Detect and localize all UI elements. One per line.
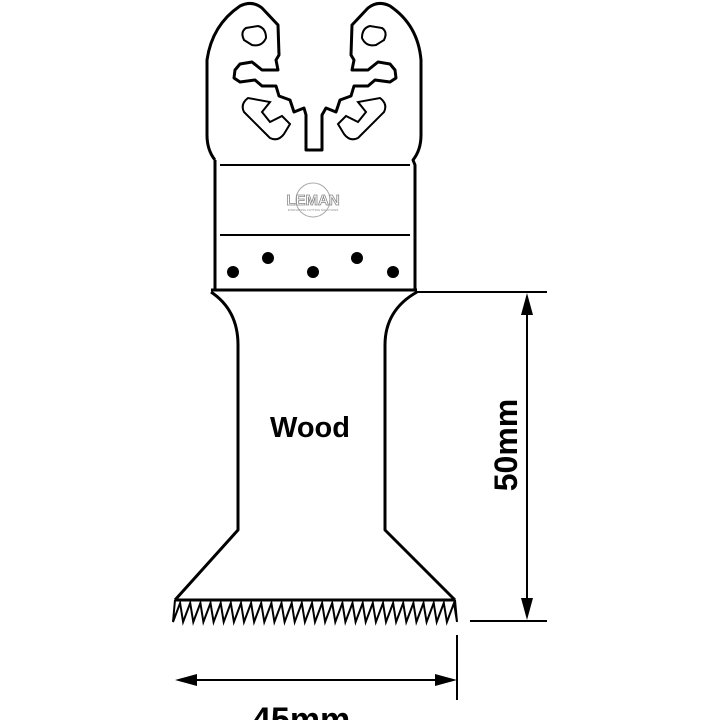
svg-text:LEMAN: LEMAN	[286, 192, 339, 209]
saw-teeth	[172, 599, 458, 626]
rivet-holes	[227, 252, 399, 278]
slot-mid-left	[241, 96, 292, 141]
rivet-hole	[351, 252, 363, 264]
svg-text:50mm: 50mm	[488, 399, 524, 492]
rivet-hole	[307, 266, 319, 278]
blade-body-outline	[173, 290, 457, 602]
leman-logo: LEMAN INNOVATING CUTTING SOLUTIONS	[286, 182, 340, 218]
slot-mid-right	[336, 96, 387, 141]
svg-text:45mm: 45mm	[252, 701, 350, 720]
rivet-hole	[262, 252, 274, 264]
width-dimension: 45mm	[175, 635, 458, 720]
slot-top-left	[241, 24, 268, 47]
rivet-hole	[227, 266, 239, 278]
slot-top-right	[360, 24, 387, 47]
rivet-hole	[387, 266, 399, 278]
length-dimension: 50mm	[415, 291, 547, 622]
blade-head-outline	[205, 1, 423, 290]
svg-text:INNOVATING CUTTING SOLUTIONS: INNOVATING CUTTING SOLUTIONS	[288, 208, 339, 212]
material-label: Wood	[270, 412, 350, 444]
